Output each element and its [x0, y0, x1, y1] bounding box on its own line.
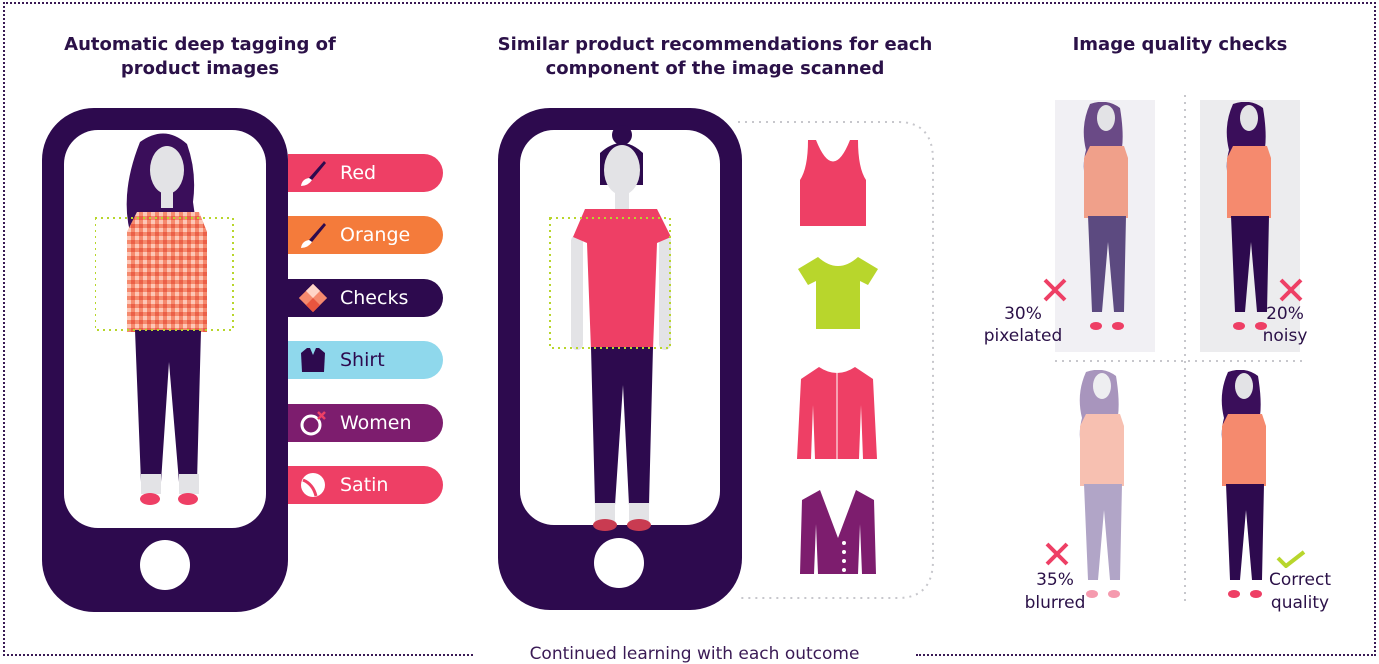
- home-button: [594, 538, 644, 588]
- fail-x-icon: [1045, 542, 1069, 566]
- tank-top-item: [800, 140, 866, 226]
- woman-figure-blurred: [1079, 370, 1124, 598]
- woman-figure-recommendations: [549, 125, 671, 531]
- cardigan-buttons-item: [800, 490, 876, 574]
- footer-caption: Continued learning with each outcome: [529, 644, 860, 664]
- shirt-icon: [298, 345, 328, 375]
- pass-check-icon: [1276, 550, 1306, 568]
- female-symbol-icon: [298, 408, 328, 438]
- tag-checks: Checks: [288, 279, 443, 317]
- quality-divider-lines: [1055, 95, 1305, 605]
- woman-figure-correct: [1221, 370, 1266, 598]
- frame-bottom-left-border: [3, 654, 473, 656]
- correct-label: quality: [1270, 593, 1330, 613]
- tag-label: Women: [340, 412, 412, 434]
- tag-orange: Orange: [288, 216, 443, 254]
- woman-figure-pixelated: [1083, 102, 1128, 330]
- woman-figure-tagging: [95, 133, 234, 505]
- noisy-percent: 20%: [1266, 304, 1304, 324]
- pixelated-percent: 30%: [1004, 304, 1042, 324]
- frame-bottom-right-border: [916, 654, 1376, 656]
- pixelated-label: pixelated: [983, 326, 1063, 346]
- blurred-label: blurred: [1024, 593, 1086, 613]
- noisy-label: noisy: [1262, 326, 1308, 346]
- tag-label: Satin: [340, 474, 389, 496]
- frame-top-border: [3, 2, 1376, 4]
- fail-x-icon: [1279, 278, 1303, 302]
- tag-red: Red: [288, 154, 443, 192]
- tag-label: Checks: [340, 287, 409, 309]
- tag-shirt: Shirt: [288, 341, 443, 379]
- t-shirt-item: [798, 257, 878, 329]
- frame-right-border: [1374, 2, 1376, 656]
- tag-label: Red: [340, 162, 377, 184]
- home-button: [140, 540, 190, 590]
- heading-tagging: Automatic deep tagging of product images: [64, 34, 336, 79]
- correct-percent: Correct: [1268, 570, 1332, 590]
- fail-x-icon: [1043, 278, 1067, 302]
- cardigan-zip-item: [797, 367, 877, 459]
- tag-women: Women: [288, 404, 443, 442]
- woman-figure-noisy: [1226, 102, 1271, 330]
- checks-pattern-icon: [298, 283, 328, 313]
- fabric-ball-icon: [298, 470, 328, 500]
- brush-icon: [298, 158, 328, 188]
- blurred-percent: 35%: [1036, 570, 1074, 590]
- heading-recommendations: Similar product recommendations for each…: [497, 34, 933, 79]
- tag-label: Orange: [340, 224, 411, 246]
- heading-quality: Image quality checks: [1072, 34, 1288, 55]
- tag-satin: Satin: [288, 466, 443, 504]
- tag-label: Shirt: [340, 349, 385, 371]
- brush-icon: [298, 220, 328, 250]
- frame-left-border: [3, 2, 5, 656]
